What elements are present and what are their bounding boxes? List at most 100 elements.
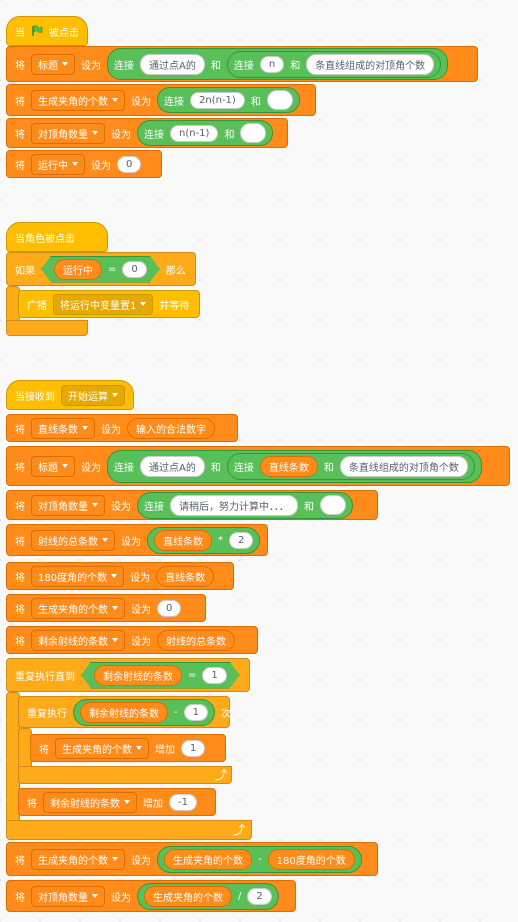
- subtract-operator[interactable]: 生成夹角的个数 - 180度角的个数: [157, 845, 362, 873]
- join-input[interactable]: 2n(n-1): [190, 91, 245, 109]
- variable-reporter[interactable]: 直线条数: [259, 455, 318, 477]
- dropdown-caret-icon: [112, 857, 118, 861]
- join-operator[interactable]: 连接 请稍后，努力计算中．．． 和: [137, 491, 353, 519]
- variable-dropdown[interactable]: 剩余射线的条数: [43, 791, 137, 813]
- set-vertical-angle-block[interactable]: 将 对顶角数量 设为 连接 请稍后，努力计算中．．． 和: [6, 490, 378, 520]
- compare-input[interactable]: 0: [122, 261, 146, 278]
- variable-dropdown[interactable]: 对顶角数量: [31, 885, 105, 907]
- set-vertical-angle-block[interactable]: 将 对顶角数量 设为 连接 n(n-1) 和: [6, 118, 288, 148]
- and-label: 和: [323, 462, 334, 474]
- join-operator[interactable]: 连接 2n(n-1) 和: [157, 87, 300, 113]
- wait-label: 并等待: [159, 300, 190, 312]
- hat-when-label: 当: [15, 27, 25, 39]
- variable-dropdown[interactable]: 剩余射线的条数: [31, 629, 125, 651]
- set-title-block[interactable]: 将 标题 设为 连接 通过点A的 和 连接 n 和 条直线组成的对顶角个数: [6, 46, 478, 82]
- variable-dropdown[interactable]: 对顶角数量: [31, 494, 105, 516]
- set-line-count-block[interactable]: 将 直线条数 设为 输入的合法数字: [6, 414, 238, 442]
- subtract-operator[interactable]: 剩余射线的条数 - 1: [73, 698, 215, 726]
- variable-name: 标题: [38, 60, 58, 72]
- set-remaining-rays-block[interactable]: 将 剩余射线的条数 设为 射线的总条数: [6, 626, 258, 654]
- join-input-empty[interactable]: [320, 495, 346, 515]
- join-input-empty[interactable]: [240, 123, 267, 143]
- join-input[interactable]: 条直线组成的对顶角个数: [306, 53, 435, 75]
- set-angle-count-block[interactable]: 将 生成夹角的个数 设为 连接 2n(n-1) 和: [6, 84, 316, 116]
- join-input[interactable]: 条直线组成的对顶角个数: [339, 455, 468, 477]
- variable-reporter[interactable]: 剩余射线的条数: [94, 665, 182, 686]
- variable-dropdown[interactable]: 运行中: [31, 153, 85, 175]
- to-label: 设为: [81, 462, 101, 474]
- variable-reporter[interactable]: 生成夹角的个数: [144, 885, 232, 907]
- equals-condition[interactable]: 运行中 = 0: [41, 256, 160, 283]
- set-angle-count-block[interactable]: 将 生成夹角的个数 设为 生成夹角的个数 - 180度角的个数: [6, 842, 378, 876]
- set-180-angle-block[interactable]: 将 180度角的个数 设为 直线条数: [6, 562, 234, 590]
- join-input[interactable]: n: [259, 55, 285, 73]
- variable-dropdown[interactable]: 对顶角数量: [31, 122, 105, 144]
- variable-dropdown[interactable]: 射线的总条数: [31, 529, 115, 551]
- divide-operator[interactable]: 生成夹角的个数 / 2: [137, 882, 279, 910]
- equals-condition[interactable]: 剩余射线的条数 = 1: [81, 662, 240, 689]
- operand-input[interactable]: 1: [183, 703, 208, 721]
- set-vertical-angle-block[interactable]: 将 对顶角数量 设为 生成夹角的个数 / 2: [6, 880, 296, 912]
- variable-dropdown[interactable]: 生成夹角的个数: [31, 597, 125, 619]
- variable-dropdown[interactable]: 生成夹角的个数: [31, 848, 125, 870]
- if-then-block[interactable]: 如果 运行中 = 0 那么: [6, 252, 196, 286]
- multiply-operator[interactable]: 直线条数 * 2: [147, 526, 261, 554]
- variable-reporter[interactable]: 直线条数: [154, 529, 212, 551]
- set-angle-count-block[interactable]: 将 生成夹角的个数 设为 0: [6, 594, 206, 622]
- join-input-empty[interactable]: [266, 90, 293, 110]
- set-ray-total-block[interactable]: 将 射线的总条数 设为 直线条数 * 2: [6, 524, 268, 556]
- join-input[interactable]: 通过点A的: [140, 455, 205, 477]
- variable-dropdown[interactable]: 生成夹角的个数: [31, 89, 125, 111]
- variable-reporter[interactable]: 输入的合法数字: [127, 417, 215, 439]
- join-operator[interactable]: 连接 n(n-1) 和: [137, 120, 274, 146]
- join-operator[interactable]: 连接 通过点A的 和 连接 n 和 条直线组成的对顶角个数: [107, 48, 449, 80]
- variable-dropdown[interactable]: 直线条数: [31, 417, 95, 439]
- join-input[interactable]: n(n-1): [170, 124, 219, 142]
- repeat-block[interactable]: 重复执行 剩余射线的条数 - 1 次: [18, 696, 231, 728]
- variable-name: 对顶角数量: [38, 501, 88, 513]
- join-label: 连接: [114, 60, 134, 72]
- variable-name: 180度角的个数: [38, 572, 108, 584]
- variable-dropdown[interactable]: 标题: [31, 455, 75, 477]
- variable-reporter[interactable]: 180度角的个数: [267, 848, 355, 870]
- repeat-until-block[interactable]: 重复执行直到 剩余射线的条数 = 1: [6, 658, 250, 692]
- operator-label: *: [218, 534, 223, 546]
- value-input[interactable]: 0: [117, 155, 142, 173]
- when-receive-hat[interactable]: 当接收到 开始运算: [6, 380, 134, 410]
- value-input[interactable]: 1: [181, 739, 206, 757]
- broadcast-and-wait-block[interactable]: 广播 将运行中变量置1 并等待: [18, 290, 200, 318]
- change-remaining-rays-block[interactable]: 将 剩余射线的条数 增加 -1: [18, 788, 216, 816]
- variable-reporter[interactable]: 运行中: [54, 259, 102, 280]
- variable-dropdown[interactable]: 生成夹角的个数: [55, 737, 149, 759]
- join-input[interactable]: 通过点A的: [140, 53, 205, 75]
- variable-name: 生成夹角的个数: [38, 96, 108, 108]
- operand-input[interactable]: 2: [229, 531, 254, 549]
- set-running-block[interactable]: 将 运行中 设为 0: [6, 150, 162, 178]
- operand-input[interactable]: 2: [247, 887, 272, 905]
- to-label: 设为: [131, 96, 151, 108]
- variable-reporter[interactable]: 射线的总条数: [157, 629, 235, 651]
- message-dropdown[interactable]: 开始运算: [61, 384, 125, 406]
- repeat-c-bottom: ⤴: [18, 766, 232, 784]
- message-dropdown[interactable]: 将运行中变量置1: [53, 293, 154, 315]
- and-label: 和: [290, 60, 301, 72]
- join-operator-nested[interactable]: 连接 直线条数 和 条直线组成的对顶角个数: [226, 452, 475, 480]
- compare-input[interactable]: 1: [202, 667, 226, 684]
- value-input[interactable]: -1: [169, 793, 197, 811]
- join-label: 连接: [164, 96, 184, 108]
- join-operator-nested[interactable]: 连接 n 和 条直线组成的对顶角个数: [226, 50, 442, 78]
- variable-reporter[interactable]: 剩余射线的条数: [80, 701, 168, 723]
- variable-reporter[interactable]: 生成夹角的个数: [164, 848, 252, 870]
- when-sprite-clicked-hat[interactable]: 当角色被点击: [6, 222, 108, 252]
- join-operator[interactable]: 连接 通过点A的 和 连接 直线条数 和 条直线组成的对顶角个数: [107, 449, 482, 483]
- value-input[interactable]: 0: [157, 599, 182, 617]
- variable-reporter[interactable]: 直线条数: [156, 565, 215, 587]
- change-angle-count-block[interactable]: 将 生成夹角的个数 增加 1: [30, 734, 226, 762]
- variable-name: 剩余射线的条数: [38, 636, 108, 648]
- when-flag-clicked-hat[interactable]: 当 被点击: [6, 16, 88, 46]
- variable-dropdown[interactable]: 180度角的个数: [31, 565, 125, 587]
- set-title-block[interactable]: 将 标题 设为 连接 通过点A的 和 连接 直线条数 和 条直线组成的对顶角个数: [6, 446, 510, 486]
- variable-dropdown[interactable]: 标题: [31, 53, 75, 75]
- join-input[interactable]: 请稍后，努力计算中．．．: [170, 494, 298, 516]
